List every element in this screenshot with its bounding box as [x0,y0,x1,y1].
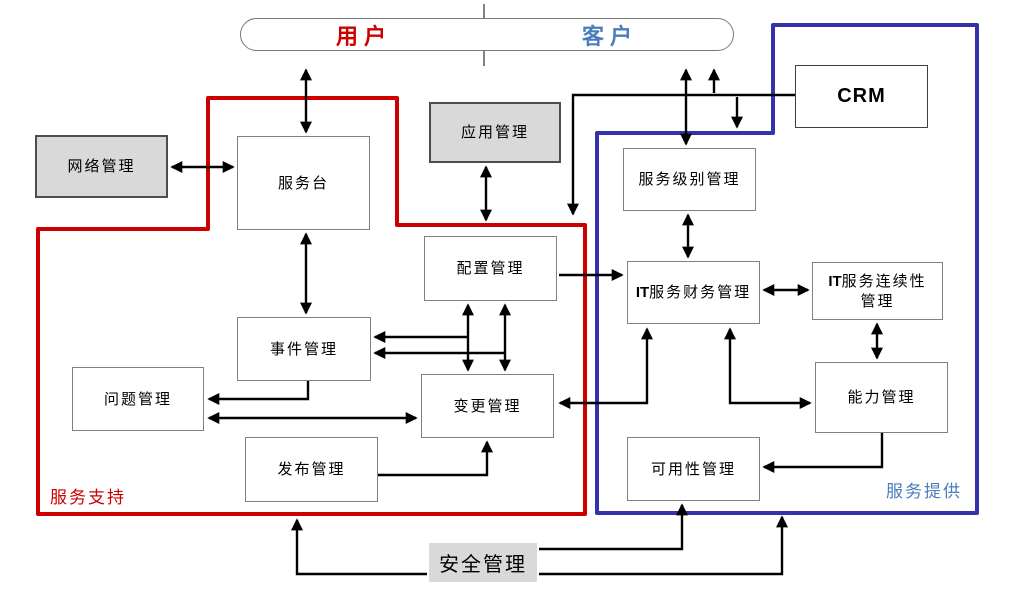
it-financial-label: 服务财务管理 [649,282,752,301]
connector-change-itfinance [558,327,653,409]
node-it-continuity-mgmt: IT服务连续性 管理 [812,262,943,320]
it-continuity-label-line2: 管理 [860,291,895,310]
node-capacity-mgmt: 能力管理 [815,362,948,433]
service-support-region-outline [36,96,587,516]
connector-security-availability [539,503,688,551]
node-network-mgmt: 网络管理 [35,135,168,198]
connector-capacity-availability [762,433,884,473]
connector-security-delivery-region [539,515,788,576]
node-change-mgmt: 变更管理 [421,374,554,438]
node-it-financial-mgmt: IT服务财务管理 [627,261,760,324]
node-release-mgmt: 发布管理 [245,437,378,502]
connector-itfinance-capacity [724,327,812,409]
node-availability-mgmt: 可用性管理 [627,437,760,501]
customers-label: 客户 [581,23,638,50]
service-delivery-region-outline [595,23,979,515]
connector-crm-support-region [567,93,795,216]
node-app-mgmt: 应用管理 [429,102,561,163]
connector-incident-problem [207,381,310,405]
node-crm: CRM [795,65,928,128]
connector-security-support-region [291,518,427,576]
service-delivery-region-label: 服务提供 [886,482,962,502]
it-continuity-label-line1: 服务连续性 [841,271,927,290]
connector-release-change [378,440,493,477]
node-config-mgmt: 配置管理 [424,236,557,301]
node-service-desk: 服务台 [237,136,370,230]
it-financial-prefix: IT [635,283,650,301]
node-problem-mgmt: 问题管理 [72,367,204,431]
node-incident-mgmt: 事件管理 [237,317,371,381]
users-customers-pill: 用户 客户 [240,18,734,51]
node-security-mgmt: 安全管理 [429,543,537,582]
node-service-level-mgmt: 服务级别管理 [623,148,756,211]
users-label: 用户 [335,23,392,50]
it-continuity-prefix: IT [828,272,842,290]
service-support-region-label: 服务支持 [50,488,126,508]
